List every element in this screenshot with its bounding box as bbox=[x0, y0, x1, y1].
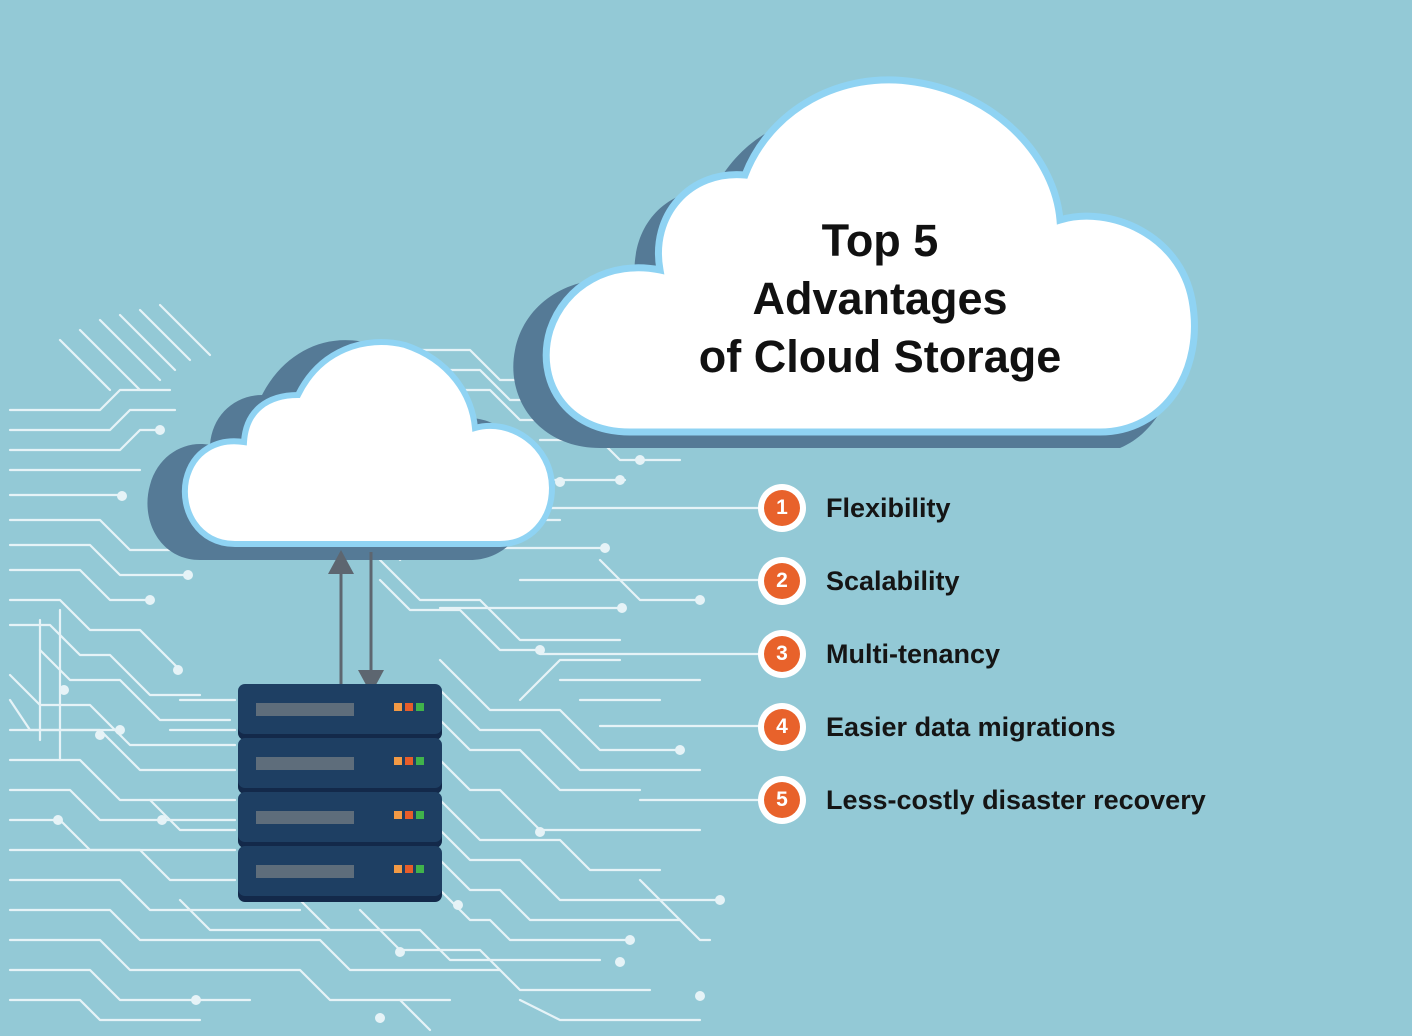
status-led bbox=[416, 703, 424, 711]
drive-slot bbox=[256, 811, 354, 824]
server-unit bbox=[238, 738, 442, 794]
status-led bbox=[405, 703, 413, 711]
drive-slot bbox=[256, 703, 354, 716]
title-line: Advantages bbox=[752, 273, 1008, 324]
server-rack-icon bbox=[238, 684, 442, 902]
drive-slot bbox=[256, 757, 354, 770]
status-led bbox=[394, 811, 402, 819]
small-cloud-icon bbox=[147, 339, 556, 560]
status-led bbox=[394, 703, 402, 711]
server-unit bbox=[238, 846, 442, 902]
upload-arrow-icon bbox=[328, 550, 354, 688]
status-led bbox=[405, 757, 413, 765]
drive-slot bbox=[256, 865, 354, 878]
status-led bbox=[394, 865, 402, 873]
status-led bbox=[416, 757, 424, 765]
circuit-nodes bbox=[53, 361, 725, 1023]
title-line: Top 5 bbox=[821, 215, 939, 266]
large-cloud-icon bbox=[513, 76, 1198, 448]
page-title: Top 5 Advantages of Cloud Storage bbox=[640, 212, 1120, 386]
status-led bbox=[416, 865, 424, 873]
status-led bbox=[405, 811, 413, 819]
circuit-pattern bbox=[8, 303, 764, 1032]
download-arrow-icon bbox=[358, 552, 384, 694]
server-unit bbox=[238, 792, 442, 848]
server-unit bbox=[238, 684, 442, 740]
status-led bbox=[405, 865, 413, 873]
title-line: of Cloud Storage bbox=[698, 331, 1062, 382]
status-led bbox=[394, 757, 402, 765]
status-led bbox=[416, 811, 424, 819]
